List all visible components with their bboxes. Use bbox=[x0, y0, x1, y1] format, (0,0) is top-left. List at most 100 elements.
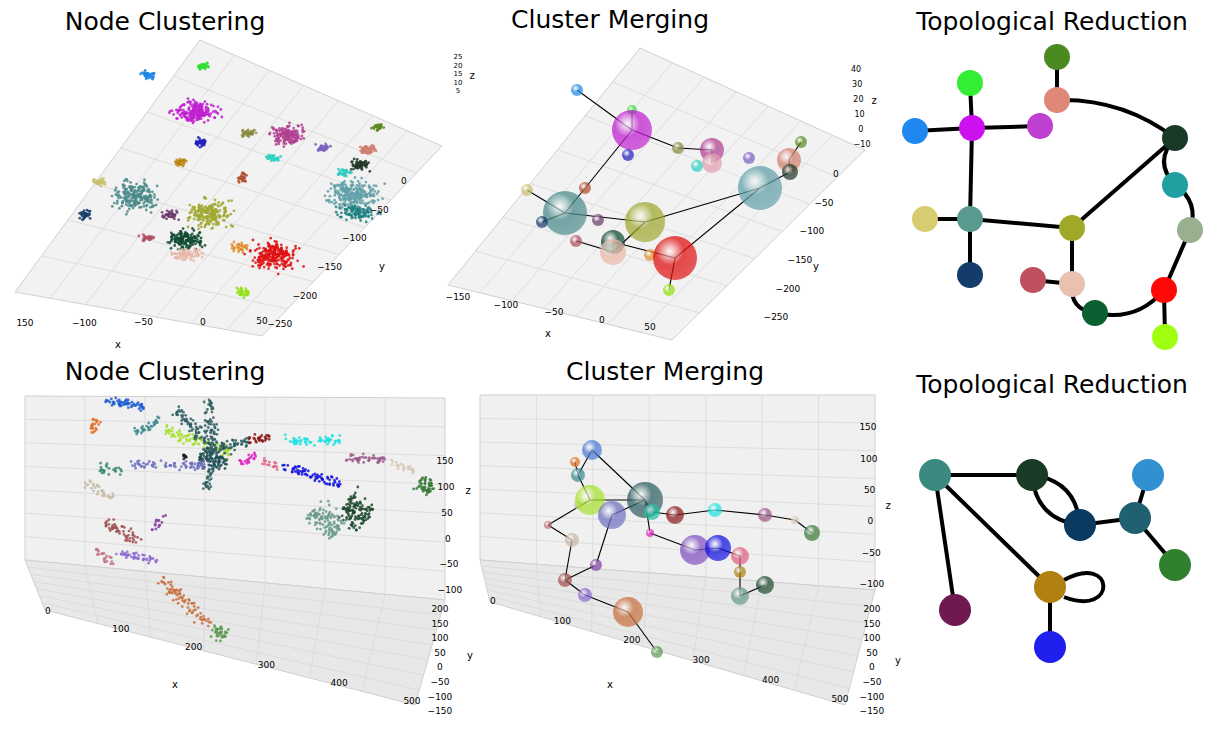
point bbox=[249, 249, 252, 252]
point bbox=[205, 111, 208, 114]
point bbox=[376, 192, 379, 195]
point bbox=[219, 215, 222, 218]
point bbox=[152, 236, 155, 239]
point bbox=[207, 215, 210, 218]
point bbox=[329, 195, 332, 198]
point bbox=[256, 248, 259, 251]
point bbox=[78, 212, 81, 215]
point bbox=[125, 200, 128, 203]
point bbox=[209, 205, 212, 208]
point bbox=[377, 199, 380, 202]
point bbox=[314, 143, 317, 146]
point bbox=[324, 194, 327, 197]
point bbox=[251, 265, 254, 268]
point bbox=[98, 183, 101, 186]
point bbox=[272, 253, 275, 256]
point bbox=[344, 199, 347, 202]
point bbox=[170, 247, 173, 250]
point bbox=[321, 148, 324, 151]
point bbox=[170, 238, 173, 241]
point bbox=[346, 188, 349, 191]
point bbox=[170, 240, 173, 243]
point bbox=[173, 244, 176, 247]
point bbox=[194, 254, 197, 257]
point bbox=[372, 193, 375, 196]
point bbox=[135, 197, 138, 200]
point bbox=[277, 273, 280, 276]
point bbox=[358, 185, 361, 188]
point bbox=[169, 110, 172, 113]
point bbox=[275, 131, 278, 134]
point bbox=[198, 209, 201, 212]
point bbox=[93, 178, 96, 181]
point bbox=[196, 238, 199, 241]
point bbox=[341, 206, 344, 209]
point bbox=[180, 242, 183, 245]
point bbox=[207, 66, 210, 69]
point bbox=[276, 267, 279, 270]
point bbox=[116, 194, 119, 197]
point bbox=[125, 187, 128, 190]
point bbox=[230, 199, 233, 202]
point bbox=[346, 203, 349, 206]
point bbox=[202, 252, 205, 255]
point bbox=[195, 140, 198, 143]
point bbox=[188, 109, 191, 112]
point bbox=[129, 181, 132, 184]
point bbox=[350, 186, 353, 189]
point bbox=[280, 247, 283, 250]
point bbox=[336, 184, 339, 187]
point bbox=[187, 97, 190, 100]
point bbox=[179, 230, 182, 233]
point bbox=[366, 196, 369, 199]
point bbox=[230, 243, 233, 246]
point bbox=[133, 200, 136, 203]
point bbox=[187, 219, 190, 222]
point bbox=[223, 213, 226, 216]
point bbox=[132, 196, 135, 199]
point bbox=[114, 189, 117, 192]
point bbox=[221, 202, 224, 205]
point bbox=[339, 204, 342, 207]
point bbox=[170, 251, 173, 254]
point bbox=[187, 236, 190, 239]
point bbox=[353, 188, 356, 191]
point bbox=[207, 119, 210, 122]
point bbox=[218, 209, 221, 212]
point bbox=[246, 132, 249, 135]
point bbox=[302, 265, 305, 268]
point bbox=[240, 287, 243, 290]
point bbox=[175, 159, 178, 162]
point bbox=[211, 206, 214, 209]
point bbox=[244, 180, 247, 183]
point bbox=[241, 292, 244, 295]
point bbox=[203, 63, 206, 66]
point bbox=[167, 241, 170, 244]
point bbox=[292, 253, 295, 256]
point bbox=[155, 204, 158, 207]
point bbox=[184, 258, 187, 261]
point bbox=[190, 211, 193, 214]
point bbox=[243, 253, 246, 256]
point bbox=[146, 196, 149, 199]
point bbox=[125, 178, 128, 181]
point bbox=[190, 258, 193, 261]
point bbox=[301, 131, 304, 134]
point bbox=[196, 251, 199, 254]
point bbox=[338, 197, 341, 200]
point bbox=[199, 205, 202, 208]
point bbox=[326, 199, 329, 202]
point bbox=[129, 204, 132, 207]
point bbox=[142, 233, 145, 236]
point bbox=[298, 247, 301, 250]
point bbox=[247, 292, 250, 295]
point bbox=[178, 160, 181, 163]
point bbox=[292, 250, 295, 253]
point bbox=[243, 296, 246, 299]
point bbox=[197, 224, 200, 227]
point bbox=[295, 140, 298, 143]
point bbox=[217, 223, 220, 226]
point bbox=[330, 187, 333, 190]
point bbox=[225, 226, 228, 229]
point bbox=[193, 114, 196, 117]
